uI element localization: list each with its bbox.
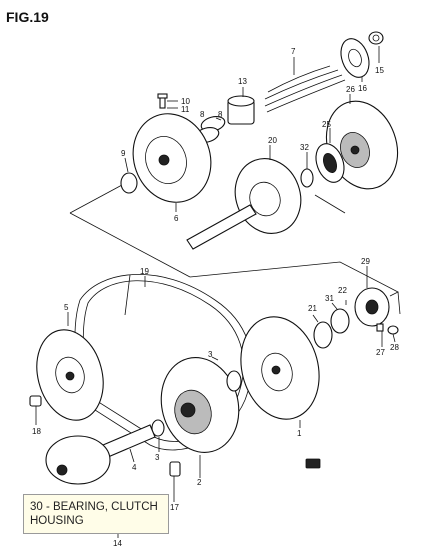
label-20: 20 bbox=[268, 136, 277, 145]
leader-lines bbox=[35, 46, 396, 538]
label-17: 17 bbox=[170, 503, 179, 512]
label-25: 25 bbox=[322, 120, 331, 129]
label-10: 10 bbox=[181, 97, 190, 106]
label-3-lower: 3 bbox=[155, 453, 160, 462]
label-3-upper: 3 bbox=[208, 350, 213, 359]
part-13-collar[interactable] bbox=[227, 95, 255, 125]
label-14: 14 bbox=[113, 539, 122, 548]
label-8-upper: 8 bbox=[218, 110, 223, 119]
part-15-cap[interactable] bbox=[368, 31, 384, 45]
label-29: 29 bbox=[361, 257, 370, 266]
label-19: 19 bbox=[140, 267, 149, 276]
label-27: 27 bbox=[376, 348, 385, 357]
part-2-movable-face[interactable] bbox=[151, 349, 249, 461]
group-outline-upper-bottom bbox=[69, 212, 191, 278]
label-31: 31 bbox=[325, 294, 334, 303]
label-16: 16 bbox=[358, 84, 367, 93]
part-4-shaft[interactable] bbox=[102, 424, 156, 458]
group-outline-upper-right bbox=[314, 194, 346, 214]
label-18: 18 bbox=[32, 427, 41, 436]
part-25-clutch-bearing[interactable] bbox=[311, 140, 349, 186]
part-5-stationary-face[interactable] bbox=[27, 322, 113, 427]
label-9: 9 bbox=[121, 149, 126, 158]
group-outline-mid bbox=[124, 274, 131, 316]
label-22: 22 bbox=[338, 286, 347, 295]
part-27-bolt[interactable] bbox=[376, 323, 384, 332]
part-9-spacer[interactable] bbox=[120, 172, 138, 194]
part-10-screw[interactable] bbox=[157, 93, 168, 109]
label-28: 28 bbox=[390, 343, 399, 352]
part-14-drive-hub[interactable] bbox=[45, 435, 111, 485]
label-5: 5 bbox=[64, 303, 69, 312]
part-tooltip: 30 - BEARING, CLUTCH HOUSING bbox=[23, 494, 169, 534]
label-1: 1 bbox=[297, 429, 302, 438]
label-6: 6 bbox=[174, 214, 179, 223]
label-2: 2 bbox=[197, 478, 202, 487]
part-20-driven-shaft[interactable] bbox=[186, 149, 311, 250]
group-outline-upper-left bbox=[69, 184, 123, 214]
group-outline-lower-right bbox=[397, 291, 401, 315]
label-13: 13 bbox=[238, 77, 247, 86]
label-7: 7 bbox=[291, 47, 296, 56]
clip-icon bbox=[305, 458, 321, 469]
part-1-driven-face[interactable] bbox=[230, 308, 330, 428]
figure-title: FIG.19 bbox=[6, 9, 49, 25]
part-6-drive-face[interactable] bbox=[121, 103, 223, 214]
part-18-nut[interactable] bbox=[29, 395, 42, 407]
part-3-washers[interactable] bbox=[151, 370, 242, 437]
part-16-plate[interactable] bbox=[336, 35, 374, 81]
label-26: 26 bbox=[346, 85, 355, 94]
group-outline-lower-top bbox=[189, 261, 399, 297]
label-32: 32 bbox=[300, 143, 309, 152]
part-29-bearing[interactable] bbox=[354, 287, 390, 327]
label-15: 15 bbox=[375, 66, 384, 75]
part-31-oil-seal[interactable] bbox=[330, 308, 350, 334]
part-17-bushing[interactable] bbox=[169, 461, 181, 477]
part-21-collar[interactable] bbox=[313, 321, 333, 349]
label-4: 4 bbox=[132, 463, 137, 472]
part-28-washer[interactable] bbox=[387, 325, 399, 335]
label-11: 11 bbox=[181, 105, 190, 114]
part-7-spring[interactable] bbox=[264, 65, 346, 113]
label-8-lower: 8 bbox=[200, 110, 205, 119]
label-21: 21 bbox=[308, 304, 317, 313]
part-32-washer[interactable] bbox=[300, 168, 314, 188]
